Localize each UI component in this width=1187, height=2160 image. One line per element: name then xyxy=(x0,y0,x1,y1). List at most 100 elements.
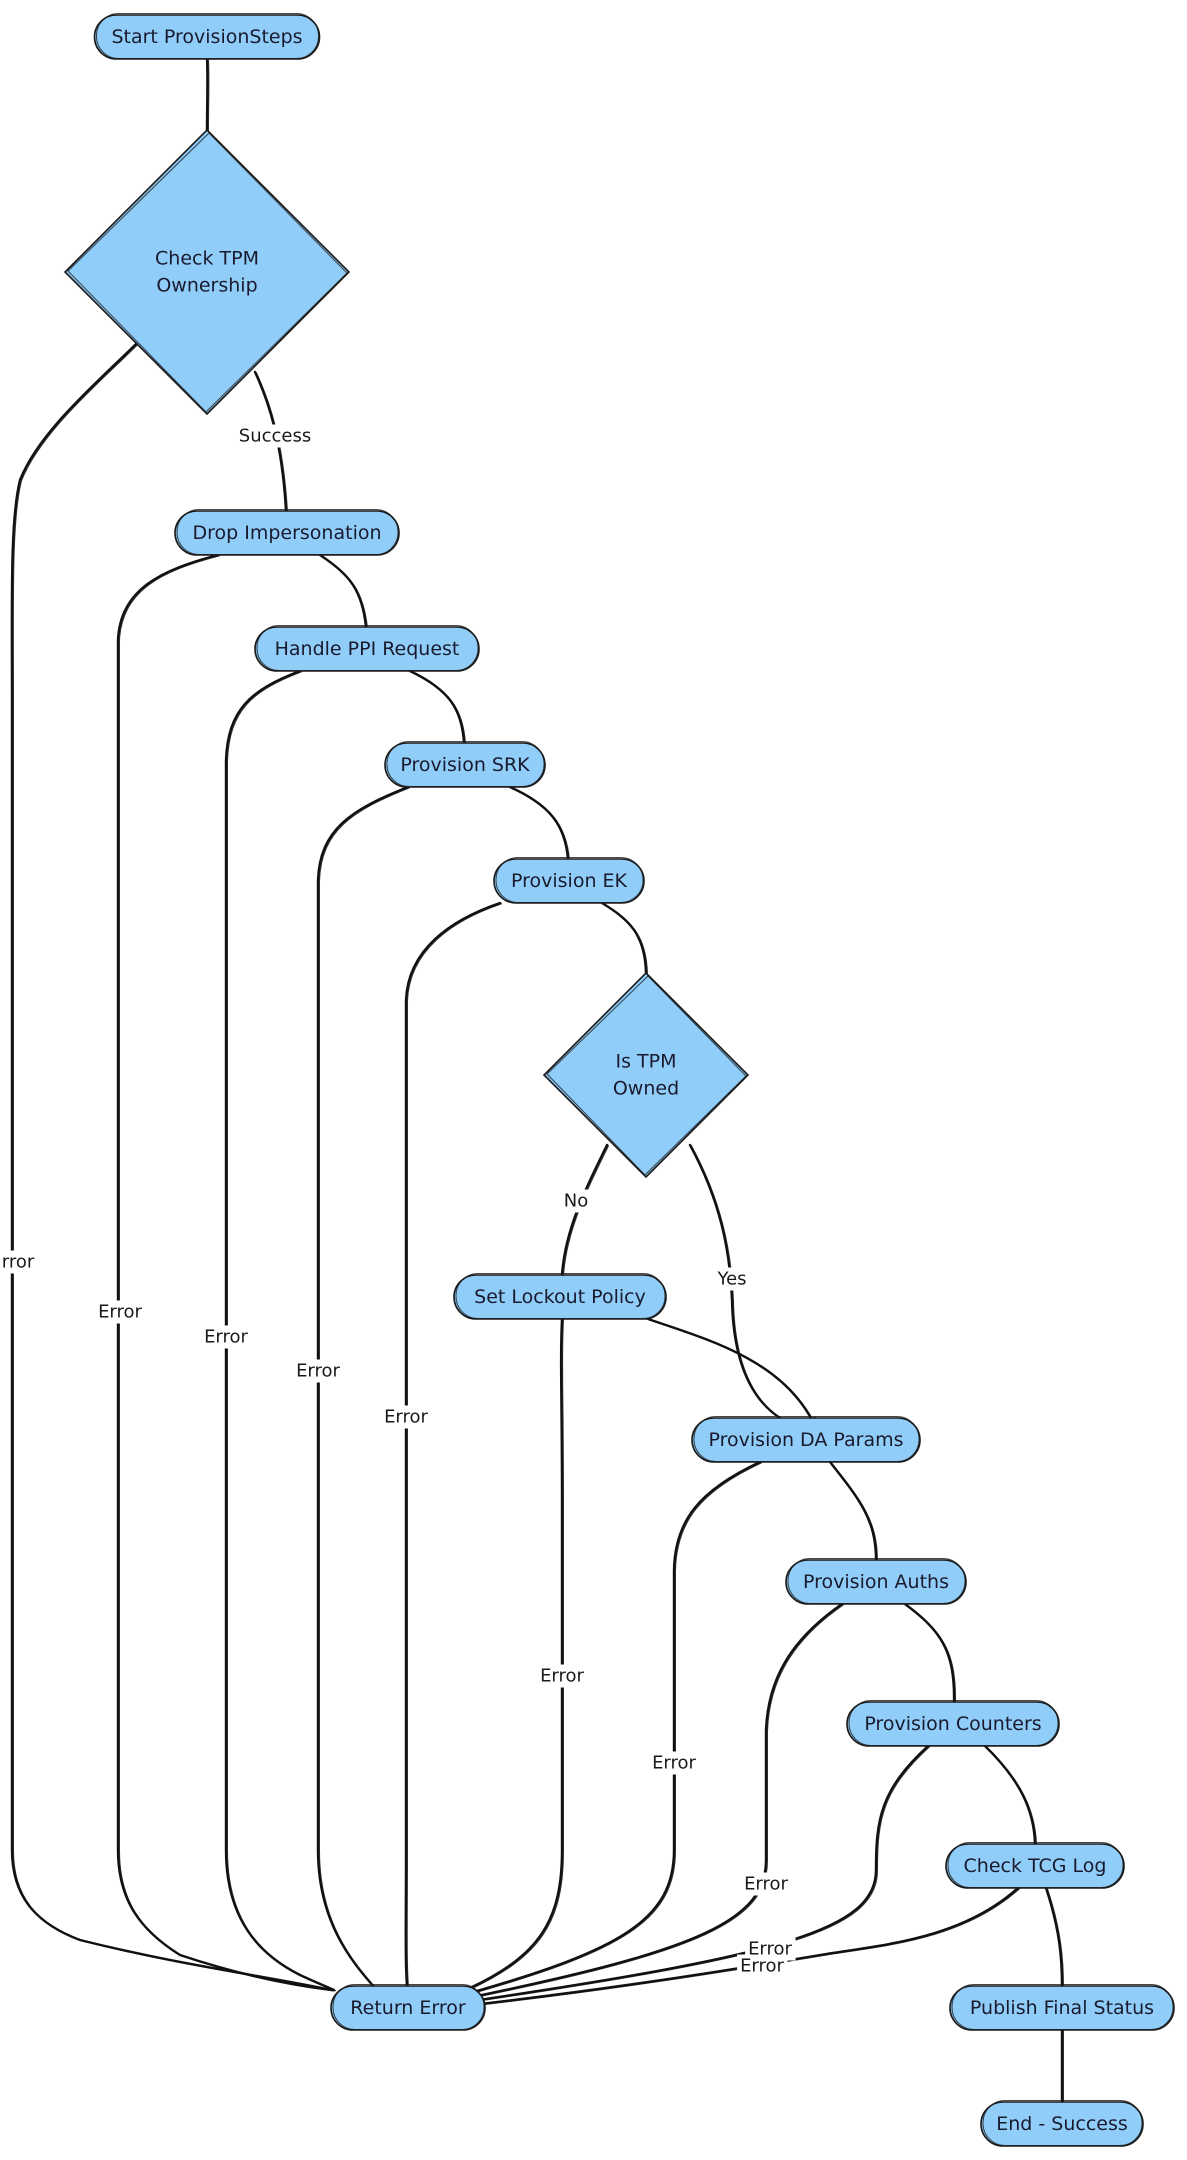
edge-provision-srk-to-return-error-label-text: Error xyxy=(296,1361,340,1382)
edge-set-lockout-to-return-error-label: Error xyxy=(537,1664,588,1688)
edge-check-ownership-to-drop-impersonation-label-background xyxy=(235,424,315,448)
edge-set-lockout-to-return-error-sketch-stroke xyxy=(470,1319,564,1990)
edge-check-ownership-to-return-error-label: rror xyxy=(0,1250,38,1274)
node-start-label: Start ProvisionSteps xyxy=(111,26,302,48)
node-provision-ek: Provision EK xyxy=(493,857,645,904)
edge-is-tpm-owned-to-provision-da xyxy=(688,1143,782,1420)
edge-provision-auths-to-provision-counters-sketch-stroke xyxy=(905,1604,957,1704)
edge-provision-da-to-return-error-label-text: Error xyxy=(652,1753,696,1774)
node-provision-counters-sketch-outline xyxy=(848,1700,1059,1746)
edge-provision-auths-to-return-error-label: Error xyxy=(741,1872,792,1896)
edge-provision-counters-to-return-error xyxy=(470,1744,930,2003)
edge-provision-ek-to-return-error-label-background xyxy=(381,1405,432,1429)
edge-publish-to-end xyxy=(1060,2028,1064,2104)
node-is-tpm-owned-diamond xyxy=(542,971,750,1179)
edge-provision-ek-to-return-error xyxy=(404,901,502,1988)
edge-provision-srk-to-provision-ek-sketch-stroke xyxy=(510,787,570,861)
node-is-tpm-owned: Is TPM Owned xyxy=(542,971,750,1179)
edge-provision-ek-to-return-error-label-text: Error xyxy=(384,1407,428,1428)
node-check-ownership-label-line-1: Check TPM xyxy=(155,248,259,270)
edge-provision-counters-to-return-error-sketch-stroke xyxy=(472,1746,930,2003)
node-handle-ppi-label: Handle PPI Request xyxy=(275,638,460,660)
edge-start-to-check-ownership xyxy=(205,57,210,132)
edge-handle-ppi-to-return-error-sketch-stroke xyxy=(226,671,336,1992)
edge-provision-auths-to-provision-counters xyxy=(903,1602,957,1704)
node-provision-da-label: Provision DA Params xyxy=(709,1429,904,1451)
edge-is-tpm-owned-to-provision-da-label-background xyxy=(713,1267,750,1291)
edge-provision-counters-to-return-error-line xyxy=(470,1744,930,2003)
edge-provision-srk-to-return-error-sketch-stroke xyxy=(318,787,410,1990)
edge-provision-da-to-provision-auths-sketch-stroke xyxy=(830,1462,878,1562)
edge-drop-impersonation-to-handle-ppi-sketch-stroke xyxy=(320,555,368,629)
edge-check-tcg-to-publish xyxy=(1044,1886,1064,1988)
edge-check-ownership-to-return-error-line xyxy=(10,342,334,1992)
edge-drop-impersonation-to-return-error-label-text: Error xyxy=(98,1302,142,1323)
edge-provision-srk-to-return-error-label-background xyxy=(293,1359,344,1383)
edge-provision-counters-to-check-tcg-sketch-stroke xyxy=(985,1746,1037,1846)
edge-check-tcg-to-publish-sketch-stroke xyxy=(1046,1888,1064,1988)
node-provision-srk-label: Provision SRK xyxy=(400,754,530,776)
edge-provision-srk-to-provision-ek xyxy=(508,785,570,861)
node-check-tcg-sketch-outline xyxy=(947,1842,1124,1888)
node-end-label: End - Success xyxy=(996,2113,1128,2135)
edge-is-tpm-owned-to-provision-da-label: Yes xyxy=(713,1267,750,1291)
edge-check-tcg-to-return-error-line xyxy=(470,1886,1020,2007)
node-is-tpm-owned-label-line-1: Is TPM xyxy=(616,1051,677,1073)
node-set-lockout-sketch-outline xyxy=(455,1273,666,1319)
edge-provision-ek-to-return-error-line xyxy=(404,901,502,1988)
node-end-sketch-outline xyxy=(982,2100,1143,2146)
node-check-ownership-label-line-2: Ownership xyxy=(156,275,257,297)
node-provision-srk-sketch-outline xyxy=(386,741,545,787)
node-provision-da: Provision DA Params xyxy=(691,1416,921,1463)
node-drop-impersonation: Drop Impersonation xyxy=(174,509,400,556)
edge-provision-da-to-return-error-label: Error xyxy=(649,1751,700,1775)
edge-check-tcg-to-return-error xyxy=(470,1886,1020,2007)
node-check-tcg-label: Check TCG Log xyxy=(964,1855,1107,1877)
edge-provision-da-to-provision-auths xyxy=(828,1460,878,1562)
edge-provision-ek-to-is-tpm-owned-sketch-stroke xyxy=(602,903,648,975)
node-return-error-label: Return Error xyxy=(350,1997,466,2019)
edge-provision-auths-to-provision-counters-line xyxy=(903,1602,956,1704)
node-check-ownership: Check TPM Ownership xyxy=(63,128,351,416)
node-provision-counters: Provision Counters xyxy=(846,1700,1060,1747)
edge-check-ownership-to-drop-impersonation-label: Success xyxy=(235,424,315,448)
edge-check-ownership-to-return-error-sketch-stroke xyxy=(12,344,334,1992)
node-provision-da-sketch-outline xyxy=(693,1416,920,1462)
node-provision-counters-label: Provision Counters xyxy=(864,1713,1041,1735)
edge-check-tcg-to-return-error-label-background xyxy=(737,1954,788,1978)
edge-drop-impersonation-to-return-error-label-background xyxy=(95,1300,146,1324)
node-provision-ek-sketch-outline xyxy=(495,857,644,903)
node-handle-ppi-sketch-outline xyxy=(256,625,479,671)
node-provision-auths-sketch-outline xyxy=(787,1558,966,1604)
edge-drop-impersonation-to-return-error xyxy=(116,553,334,1992)
edge-check-tcg-to-return-error-sketch-stroke xyxy=(472,1888,1020,2007)
edge-set-lockout-to-provision-da-line xyxy=(646,1317,817,1422)
edge-check-ownership-to-return-error-label-background xyxy=(0,1250,38,1274)
node-drop-impersonation-sketch-outline xyxy=(176,509,399,555)
edge-provision-srk-to-return-error-line xyxy=(316,785,410,1990)
edge-drop-impersonation-to-return-error-sketch-stroke xyxy=(118,555,334,1992)
edge-is-tpm-owned-to-provision-da-line xyxy=(688,1143,782,1420)
edge-labels-layer: SuccessrrorErrorErrorErrorErrorNoYesErro… xyxy=(0,424,796,1978)
node-is-tpm-owned-label-line-2: Owned xyxy=(613,1078,679,1100)
edge-handle-ppi-to-return-error-label-background xyxy=(201,1325,252,1349)
node-set-lockout: Set Lockout Policy xyxy=(453,1273,667,1320)
edge-provision-srk-to-provision-ek-line xyxy=(508,785,570,861)
edge-set-lockout-to-return-error-label-background xyxy=(537,1664,588,1688)
edge-is-tpm-owned-to-set-lockout-label-background xyxy=(560,1189,592,1213)
edge-check-tcg-to-return-error-label: Error xyxy=(737,1954,788,1978)
edge-provision-ek-to-return-error-label: Error xyxy=(381,1405,432,1429)
node-publish-sketch-outline xyxy=(951,1984,1174,2030)
edge-set-lockout-to-return-error-label-text: Error xyxy=(540,1666,584,1687)
node-provision-ek-label: Provision EK xyxy=(511,870,628,892)
edge-provision-counters-to-check-tcg-line xyxy=(983,1744,1037,1846)
node-handle-ppi: Handle PPI Request xyxy=(254,625,480,672)
node-provision-auths: Provision Auths xyxy=(785,1558,967,1605)
edge-handle-ppi-to-provision-srk xyxy=(408,669,466,745)
edge-drop-impersonation-to-return-error-label: Error xyxy=(95,1300,146,1324)
node-drop-impersonation-label: Drop Impersonation xyxy=(192,522,381,544)
edge-provision-counters-to-check-tcg xyxy=(983,1744,1037,1846)
node-check-ownership-diamond xyxy=(63,128,351,416)
node-set-lockout-label: Set Lockout Policy xyxy=(474,1286,646,1308)
edge-provision-auths-to-return-error-label-background xyxy=(741,1872,792,1896)
